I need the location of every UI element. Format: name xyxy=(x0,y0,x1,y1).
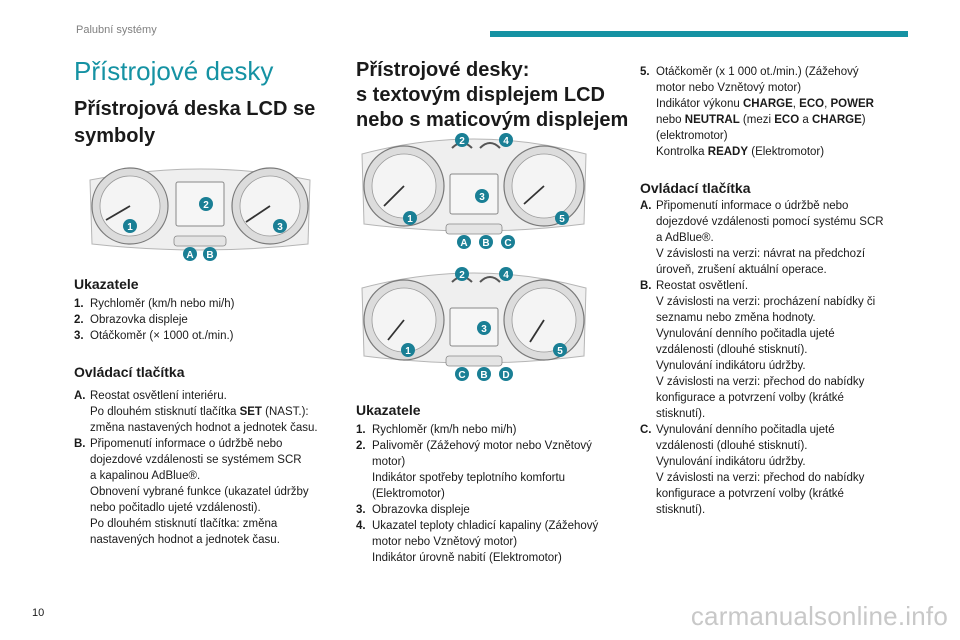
list-item: 1. Rychloměr (km/h nebo mi/h) xyxy=(356,424,517,436)
svg-text:1: 1 xyxy=(405,346,411,357)
svg-text:4: 4 xyxy=(503,270,509,281)
list-item: 2.Obrazovka displeje xyxy=(74,314,188,326)
header-accent-bar xyxy=(490,31,908,37)
watermark: carmanualsonline.info xyxy=(690,601,948,631)
svg-text:5: 5 xyxy=(557,346,563,357)
gauge-list-continued: 5. Otáčkoměr (x 1 000 ot./min.) (Zážehov… xyxy=(640,64,908,160)
svg-text:3: 3 xyxy=(277,222,283,233)
heading-gauges: Ukazatele xyxy=(74,276,139,292)
control-buttons xyxy=(445,223,503,235)
control-buttons xyxy=(173,235,227,247)
lcd-panel-figure: 1 2 3 A B xyxy=(89,167,311,261)
svg-text:C: C xyxy=(458,370,465,381)
running-header: Palubní systémy xyxy=(76,24,157,36)
svg-text:A: A xyxy=(186,250,193,261)
list-item: 5. Otáčkoměr (x 1 000 ot./min.) (Zážehov… xyxy=(640,66,874,158)
svg-text:A: A xyxy=(460,238,467,249)
svg-text:1: 1 xyxy=(127,222,133,233)
svg-text:2: 2 xyxy=(459,136,465,147)
svg-text:B: B xyxy=(480,370,487,381)
list-item: 2. Palivoměr (Zážehový motor nebo Vzněto… xyxy=(356,440,592,500)
list-item: 3. Obrazovka displeje xyxy=(356,504,470,516)
svg-text:D: D xyxy=(502,370,509,381)
svg-text:1: 1 xyxy=(407,214,413,225)
list-item: C. Vynulování denního počitadla ujeté vz… xyxy=(640,424,865,516)
control-list: A. Připomenutí informace o údržbě nebo d… xyxy=(640,198,908,518)
svg-text:3: 3 xyxy=(479,192,485,203)
svg-text:2: 2 xyxy=(459,270,465,281)
gauge-list: 1.Rychloměr (km/h nebo mi/h) 2.Obrazovka… xyxy=(74,296,342,344)
page-number: 10 xyxy=(32,607,45,619)
svg-text:C: C xyxy=(504,238,511,249)
matrix-panel-figure: 2 4 3 1 5 C B D xyxy=(361,267,587,381)
svg-text:3: 3 xyxy=(481,324,487,335)
svg-text:2: 2 xyxy=(203,200,209,211)
heading-controls: Ovládací tlačítka xyxy=(74,364,185,380)
section-title-lcd: Přístrojová deska LCD se symboly xyxy=(74,98,316,147)
heading-controls: Ovládací tlačítka xyxy=(640,180,751,196)
list-item: A. Připomenutí informace o údržbě nebo d… xyxy=(640,200,884,276)
svg-text:4: 4 xyxy=(503,136,509,147)
section-title-text-display: Přístrojové desky: s textovým displejem … xyxy=(356,59,629,131)
list-item: 1.Rychloměr (km/h nebo mi/h) xyxy=(74,298,235,310)
list-item: 4. Ukazatel teploty chladicí kapaliny (Z… xyxy=(356,520,599,564)
control-list: A. Reostat osvětlení interiéru. Po dlouh… xyxy=(74,388,344,548)
text-lcd-panel-figure: 2 4 3 1 5 A B C xyxy=(361,133,587,249)
display-screen xyxy=(449,173,499,215)
control-buttons xyxy=(445,355,503,367)
list-item: A. Reostat osvětlení interiéru. Po dlouh… xyxy=(74,390,318,434)
gauge-list: 1. Rychloměr (km/h nebo mi/h) 2. Palivom… xyxy=(356,422,626,566)
svg-text:B: B xyxy=(206,250,213,261)
svg-text:B: B xyxy=(482,238,489,249)
list-item: B. Reostat osvětlení. V závislosti na ve… xyxy=(640,280,876,420)
svg-text:5: 5 xyxy=(559,214,565,225)
matrix-display xyxy=(449,307,499,347)
charge-gauge xyxy=(479,276,501,283)
list-item: 3.Otáčkoměr (× 1000 ot./min.) xyxy=(74,330,234,342)
heading-gauges: Ukazatele xyxy=(356,402,421,418)
temperature-gauge xyxy=(479,142,501,149)
list-item: B. Připomenutí informace o údržbě nebo d… xyxy=(74,438,309,546)
page-title: Přístrojové desky xyxy=(74,56,274,86)
